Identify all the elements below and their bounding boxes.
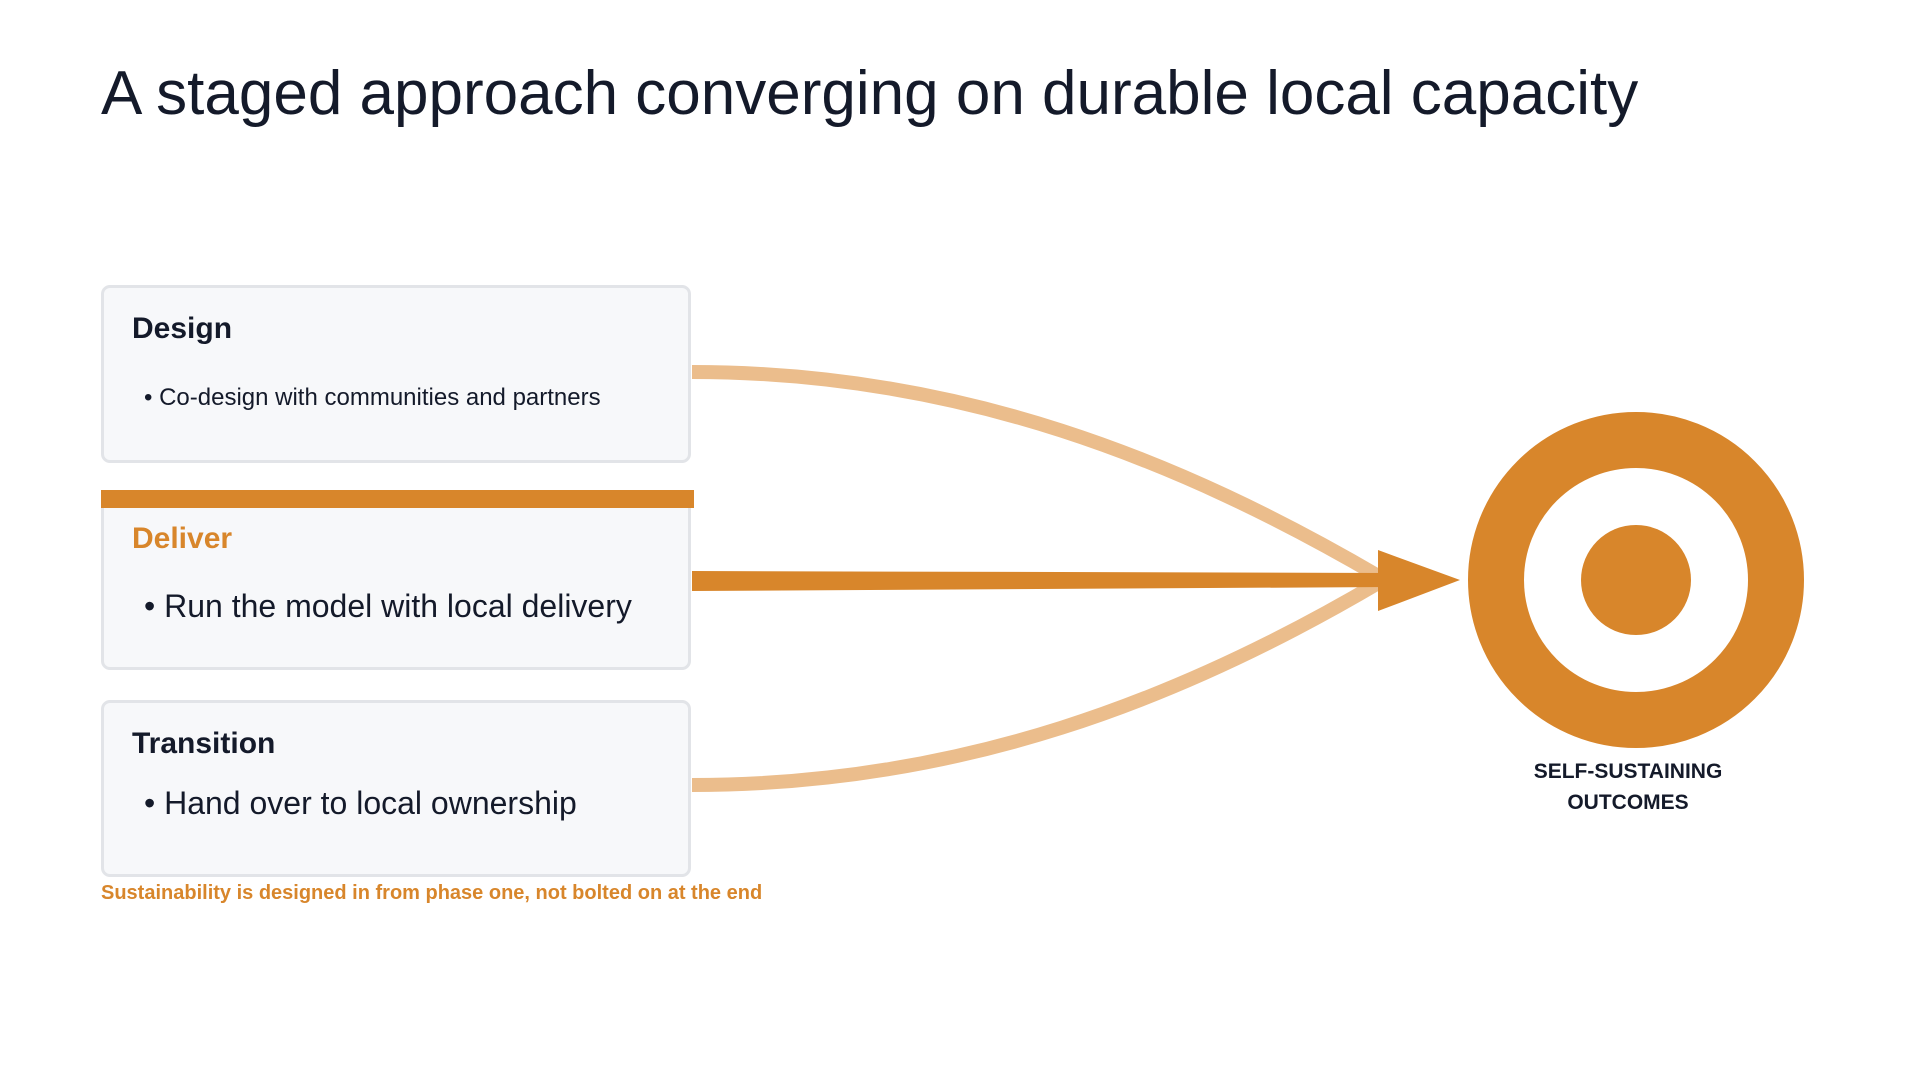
stage-card-design: Design • Co-design with communities and … — [101, 285, 691, 463]
target-label-line: OUTCOMES — [1567, 791, 1689, 814]
target-label: SELF-SUSTAINING OUTCOMES — [1480, 756, 1776, 818]
connector-transition — [691, 575, 1384, 792]
stage-bullet: • Run the model with local delivery — [144, 588, 632, 624]
connector-design — [691, 365, 1384, 584]
stage-heading: Design — [132, 312, 233, 345]
page-title: A staged approach converging on durable … — [101, 59, 1639, 128]
target-bullseye — [1581, 525, 1691, 635]
stage-heading: Deliver — [132, 522, 233, 555]
footnote: Sustainability is designed in from phase… — [101, 882, 763, 904]
target-outer-ring — [1468, 412, 1804, 748]
stage-heading: Transition — [132, 727, 276, 760]
stage-bullet: • Hand over to local ownership — [144, 785, 577, 821]
connector-deliver — [692, 571, 1390, 591]
stage-card-deliver: Deliver • Run the model with local deliv… — [101, 508, 691, 670]
stage-card-transition: Transition • Hand over to local ownershi… — [101, 700, 691, 877]
active-stage-bar — [101, 490, 694, 508]
stage-bullet: • Co-design with communities and partner… — [144, 384, 601, 411]
target-label-line: SELF-SUSTAINING — [1533, 760, 1723, 783]
arrowhead — [1378, 550, 1460, 611]
